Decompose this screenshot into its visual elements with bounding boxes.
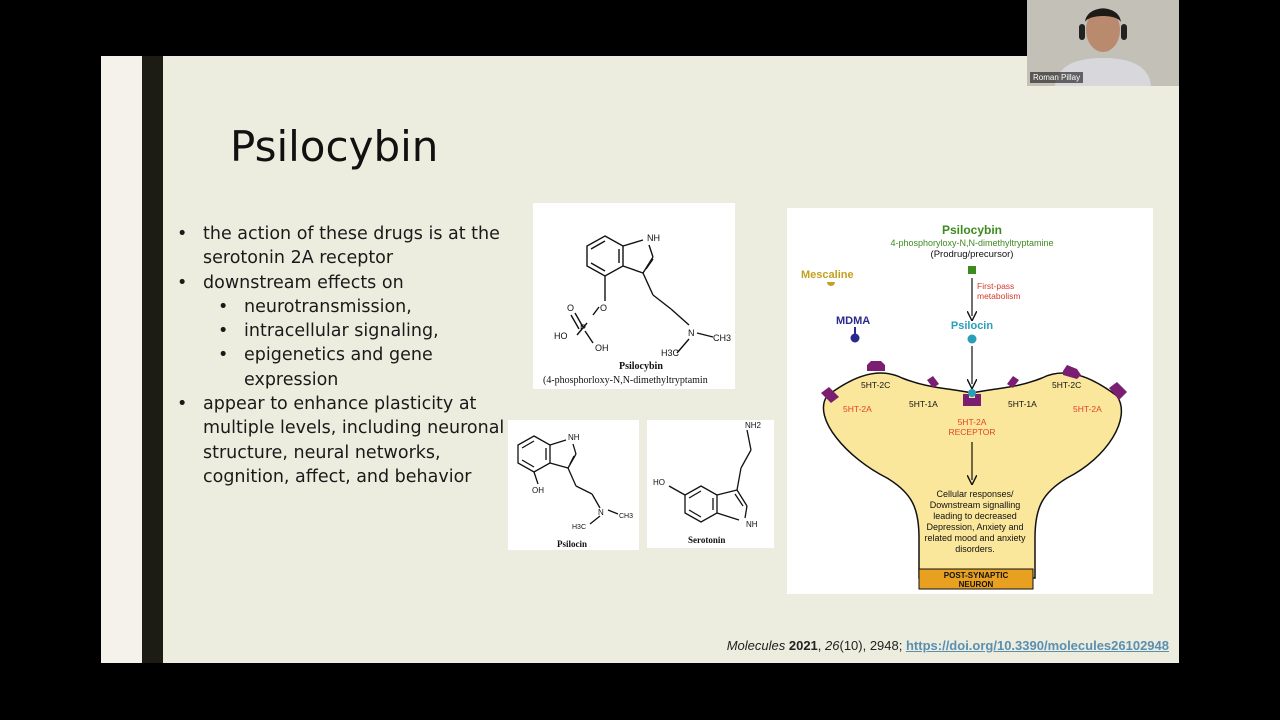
receptor-icon bbox=[1063, 365, 1081, 379]
receptor-icon bbox=[821, 387, 839, 403]
atom-label: CH3 bbox=[619, 513, 633, 520]
citation-year: 2021 bbox=[788, 638, 818, 653]
psilocin-marker bbox=[967, 334, 977, 344]
atom-label: N bbox=[688, 328, 695, 338]
response-line: related mood and anxiety bbox=[924, 533, 1026, 543]
serotonin-structure-drawing: NH2 HO NH Serotonin bbox=[653, 421, 762, 545]
bullet-item: appear to enhance plasticity at multiple… bbox=[177, 392, 507, 489]
receptor-icon bbox=[867, 361, 885, 371]
psilocybin-structure: NH O P O HO OH N CH3 H3C Psilocybin (4-p… bbox=[533, 203, 735, 389]
citation: Molecules 2021, 26(10), 2948; https://do… bbox=[726, 638, 1169, 653]
presenter-name: Roman Pillay bbox=[1030, 72, 1084, 83]
atom-label: NH bbox=[568, 433, 580, 442]
atom-label: NH bbox=[746, 520, 758, 529]
atom-label: H3C bbox=[572, 524, 586, 531]
webcam-thumbnail[interactable]: Roman Pillay bbox=[1027, 0, 1179, 86]
bound-psilocin-marker bbox=[968, 389, 976, 397]
post-synaptic-neuron-box bbox=[918, 568, 1034, 590]
psilocybin-label: Psilocybin bbox=[942, 223, 1002, 237]
atom-label: H3C bbox=[661, 348, 680, 358]
response-line: Downstream signalling bbox=[930, 500, 1021, 510]
response-line: Depression, Anxiety and bbox=[926, 522, 1023, 532]
atom-label: NH2 bbox=[745, 421, 762, 430]
atom-label: OH bbox=[595, 343, 609, 353]
bullet-item: downstream effects on bbox=[177, 271, 507, 296]
receptor-2a-label-right: 5HT-2A bbox=[1073, 404, 1102, 414]
citation-doi-link[interactable]: https://doi.org/10.3390/molecules2610294… bbox=[905, 638, 1169, 653]
psilocybin-structure-drawing: NH O P O HO OH N CH3 H3C Psilocybin (4-p… bbox=[543, 233, 731, 386]
metabolism-label: metabolism bbox=[977, 291, 1020, 301]
psilocin-structure-drawing: NH OH N CH3 H3C Psilocin bbox=[517, 433, 633, 549]
slide-title: Psilocybin bbox=[230, 122, 439, 171]
psilocin-structure: NH OH N CH3 H3C Psilocin bbox=[508, 420, 639, 550]
atom-label: P bbox=[580, 323, 586, 333]
psilocin-label: Psilocin bbox=[951, 320, 993, 332]
mdma-marker bbox=[850, 333, 860, 343]
neuron-sublabel: NEURON bbox=[959, 580, 994, 589]
mdma-label: MDMA bbox=[836, 315, 870, 327]
atom-label: HO bbox=[653, 478, 665, 487]
serotonin-name: Serotonin bbox=[688, 535, 725, 545]
atom-label: N bbox=[598, 508, 604, 517]
slide: Psilocybin the action of these drugs is … bbox=[101, 56, 1179, 663]
psilocybin-chemical-name: (4-phosphorloxy-N,N-dimethyltryptamin bbox=[543, 375, 708, 386]
receptor-2a-label-left: 5HT-2A bbox=[843, 404, 872, 414]
atom-label: O bbox=[600, 303, 607, 313]
slide-stripe-dark bbox=[142, 56, 163, 663]
receptor-diagram: Psilocybin 4-phosphoryloxy-N,N-dimethylt… bbox=[787, 208, 1153, 594]
receptor-icon bbox=[1007, 376, 1019, 388]
atom-label: HO bbox=[554, 331, 568, 341]
mescaline-label: Mescaline bbox=[801, 269, 854, 281]
prodrug-label: (Prodrug/precursor) bbox=[931, 249, 1014, 260]
serotonin-structure: NH2 HO NH Serotonin bbox=[647, 420, 774, 548]
citation-issue: (10), 2948; bbox=[839, 638, 906, 653]
atom-label: O bbox=[567, 303, 574, 313]
psilocin-name: Psilocin bbox=[557, 539, 587, 549]
response-line: leading to decreased bbox=[933, 511, 1017, 521]
sub-bullet-item: intracellular signaling, bbox=[177, 319, 507, 344]
receptor-icon bbox=[1109, 382, 1127, 400]
first-pass-label: First-pass bbox=[977, 281, 1014, 291]
citation-journal: Molecules bbox=[726, 638, 786, 653]
psilocybin-chemical-label: 4-phosphoryloxy-N,N-dimethyltryptamine bbox=[890, 238, 1053, 248]
receptor-center-label: 5HT-2A bbox=[958, 417, 987, 427]
citation-volume: 26 bbox=[825, 638, 840, 653]
response-line: Cellular responses/ bbox=[936, 489, 1014, 499]
response-line: disorders. bbox=[955, 544, 995, 554]
psilocybin-marker bbox=[968, 266, 976, 274]
psilocybin-name: Psilocybin bbox=[619, 361, 663, 372]
bullet-list: the action of these drugs is at the sero… bbox=[177, 222, 507, 489]
receptor-icon bbox=[927, 376, 939, 388]
bullet-item: the action of these drugs is at the sero… bbox=[177, 222, 507, 271]
receptor-center-icon bbox=[963, 394, 981, 406]
receptor-1a-label-right: 5HT-1A bbox=[1008, 399, 1037, 409]
sub-bullet-item: neurotransmission, bbox=[177, 295, 507, 320]
sub-bullet-item: epigenetics and gene expression bbox=[177, 343, 507, 392]
atom-label: CH3 bbox=[713, 333, 731, 343]
neuron-label: POST-SYNAPTIC bbox=[944, 571, 1009, 580]
atom-label: NH bbox=[647, 233, 660, 243]
receptor-2c-label-left: 5HT-2C bbox=[861, 380, 890, 390]
receptor-diagram-drawing: Psilocybin 4-phosphoryloxy-N,N-dimethylt… bbox=[801, 223, 1127, 590]
receptor-center-sublabel: RECEPTOR bbox=[948, 427, 995, 437]
slide-stripe-light bbox=[101, 56, 142, 663]
atom-label: OH bbox=[532, 486, 544, 495]
mescaline-marker bbox=[827, 282, 835, 286]
receptor-1a-label-left: 5HT-1A bbox=[909, 399, 938, 409]
receptor-2c-label-right: 5HT-2C bbox=[1052, 380, 1081, 390]
